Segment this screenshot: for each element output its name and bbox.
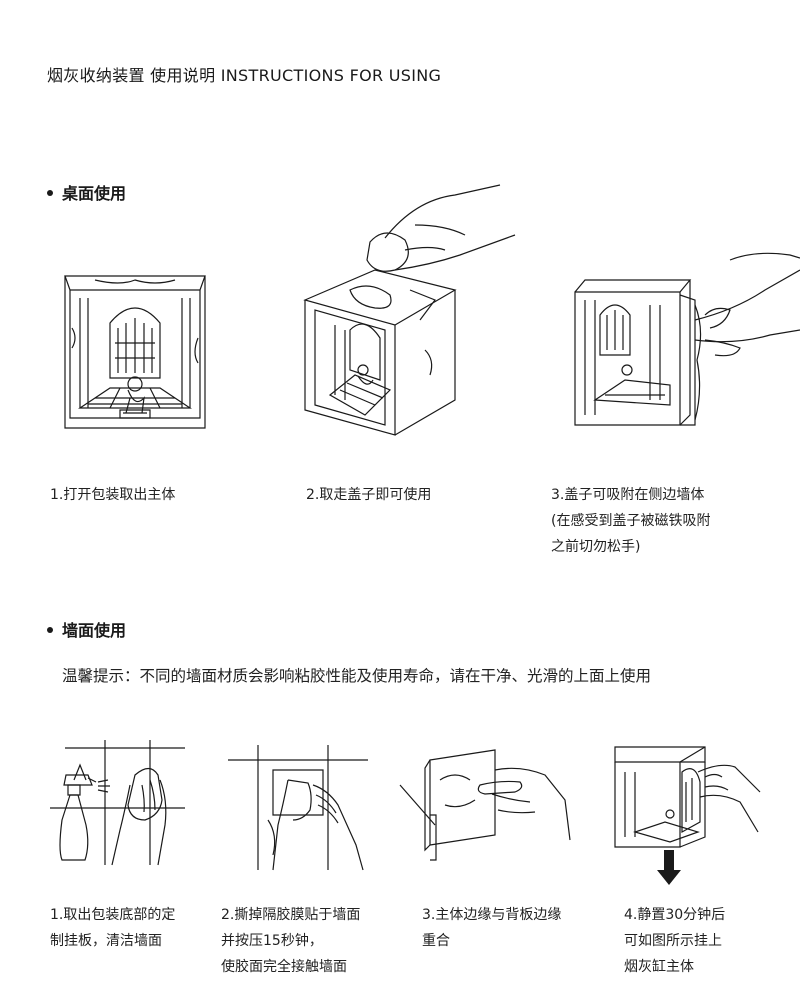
desktop-step-3-line-1: 3.盖子可吸附在侧边墙体 (551, 487, 705, 503)
wall-step-3-caption: 3.主体边缘与背板边缘 重合 (422, 902, 561, 954)
box-diorama-illustration (60, 268, 210, 440)
spray-and-cloth-illustration (50, 740, 185, 865)
desktop-step-1-caption: 1.打开包装取出主体 (50, 482, 175, 508)
wall-step-2-line-3: 使胶面完全接触墙面 (221, 959, 347, 975)
press-plate-illustration (228, 745, 368, 870)
hand-attaching-lid-illustration (555, 250, 800, 445)
section-heading-wall: 墙面使用 (47, 617, 126, 641)
wall-step-4-line-1: 4.静置30分钟后 (624, 907, 726, 923)
bullet-icon (47, 626, 53, 633)
wall-step-1-caption: 1.取出包装底部的定 制挂板，清洁墙面 (50, 902, 175, 954)
desktop-step-3-line-2: (在感受到盖子被磁铁吸附 (551, 513, 711, 529)
desktop-step-2-line-1: 2.取走盖子即可使用 (306, 487, 432, 503)
down-arrow-icon (657, 850, 681, 885)
wall-step-4-line-2: 可如图所示挂上 (624, 933, 722, 949)
wall-step-3-line-1: 3.主体边缘与背板边缘 (422, 907, 562, 923)
desktop-step-2-caption: 2.取走盖子即可使用 (306, 482, 431, 508)
bullet-icon (47, 189, 53, 196)
wall-step-4-caption: 4.静置30分钟后 可如图所示挂上 烟灰缸主体 (624, 902, 725, 980)
wall-step-1-line-1: 1.取出包装底部的定 (50, 907, 176, 923)
section-heading-desktop: 桌面使用 (47, 180, 126, 204)
hand-lifting-lid-illustration (295, 180, 525, 445)
section-heading-wall-label: 墙面使用 (62, 621, 127, 640)
page-title: 烟灰收纳装置 使用说明 INSTRUCTIONS FOR USING (47, 66, 442, 85)
desktop-step-1-line-1: 1.打开包装取出主体 (50, 487, 176, 503)
wall-step-2-line-1: 2.撕掉隔胶膜贴于墙面 (221, 907, 361, 923)
desktop-step-3-caption: 3.盖子可吸附在侧边墙体 (在感受到盖子被磁铁吸附 之前切勿松手) (551, 482, 710, 560)
section-heading-desktop-label: 桌面使用 (62, 184, 127, 203)
desktop-step-3-line-3: 之前切勿松手) (551, 539, 641, 555)
hang-box-illustration (610, 742, 760, 887)
wall-step-3-line-2: 重合 (422, 933, 450, 949)
wall-step-2-caption: 2.撕掉隔胶膜贴于墙面 并按压15秒钟， 使胶面完全接触墙面 (221, 902, 360, 980)
wall-step-1-line-2: 制挂板，清洁墙面 (50, 933, 162, 949)
wall-step-2-line-2: 并按压15秒钟， (221, 933, 323, 949)
wall-step-4-line-3: 烟灰缸主体 (624, 959, 694, 975)
align-box-illustration (400, 750, 570, 865)
wall-usage-tip: 温馨提示：不同的墙面材质会影响粘胶性能及使用寿命，请在干净、光滑的上面上使用 (62, 667, 652, 685)
